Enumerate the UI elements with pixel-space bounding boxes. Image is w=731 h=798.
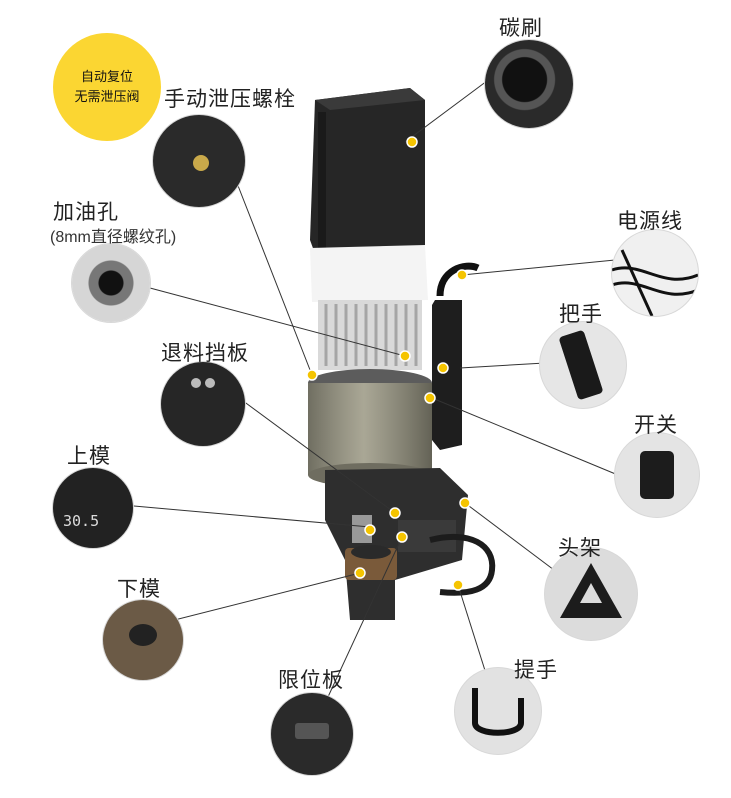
badge-line-1: 自动复位 (80, 69, 133, 84)
label-handle: 把手 (559, 303, 603, 326)
badge-line-2: 无需泄压阀 (74, 89, 140, 104)
label-oil-hole-note: (8mm直径螺纹孔) (50, 229, 177, 246)
handle-closeup (540, 322, 626, 408)
power-cord-closeup (612, 230, 698, 316)
label-carry-handle: 提手 (514, 659, 558, 682)
label-head-frame: 头架 (558, 537, 602, 560)
carry-handle-closeup (455, 668, 541, 754)
label-oil-hole: 加油孔 (53, 201, 119, 224)
label-upper-die: 上模 (67, 445, 111, 468)
upper-die-closeup: 30.5 (53, 468, 133, 548)
cord-icon (612, 249, 698, 316)
auto-reset-badge: 自动复位 无需泄压阀 (53, 33, 161, 141)
handle-icon (558, 329, 604, 401)
stripper-plate-closeup (161, 362, 245, 446)
oil-hole-closeup (72, 244, 150, 322)
label-switch: 开关 (634, 414, 678, 437)
die-size-text: 30.5 (63, 512, 100, 530)
leader-lines (99, 74, 631, 726)
switch-closeup (615, 433, 699, 517)
switch-icon (640, 451, 674, 499)
plate-holes-icon (191, 378, 201, 388)
manual-bolt-closeup (153, 115, 245, 207)
limit-plate-icon (295, 723, 329, 739)
head-frame-icon (560, 563, 622, 618)
die-hole-icon (129, 624, 157, 646)
label-manual-bolt: 手动泄压螺栓 (164, 88, 296, 111)
lower-die-closeup (103, 600, 183, 680)
limit-plate-closeup (271, 693, 353, 775)
label-carbon-brush: 碳刷 (499, 17, 543, 40)
marker-dots (306, 136, 471, 591)
carry-handle-icon (472, 688, 524, 736)
label-stripper-plate: 退料挡板 (161, 342, 249, 365)
label-power-cord: 电源线 (617, 210, 683, 233)
head-frame-closeup (545, 548, 637, 640)
punching-machine (308, 88, 496, 620)
label-lower-die: 下模 (117, 578, 161, 601)
carbon-brush-closeup (485, 40, 573, 128)
label-limit-plate: 限位板 (278, 669, 344, 692)
bolt-head-icon (193, 155, 209, 171)
